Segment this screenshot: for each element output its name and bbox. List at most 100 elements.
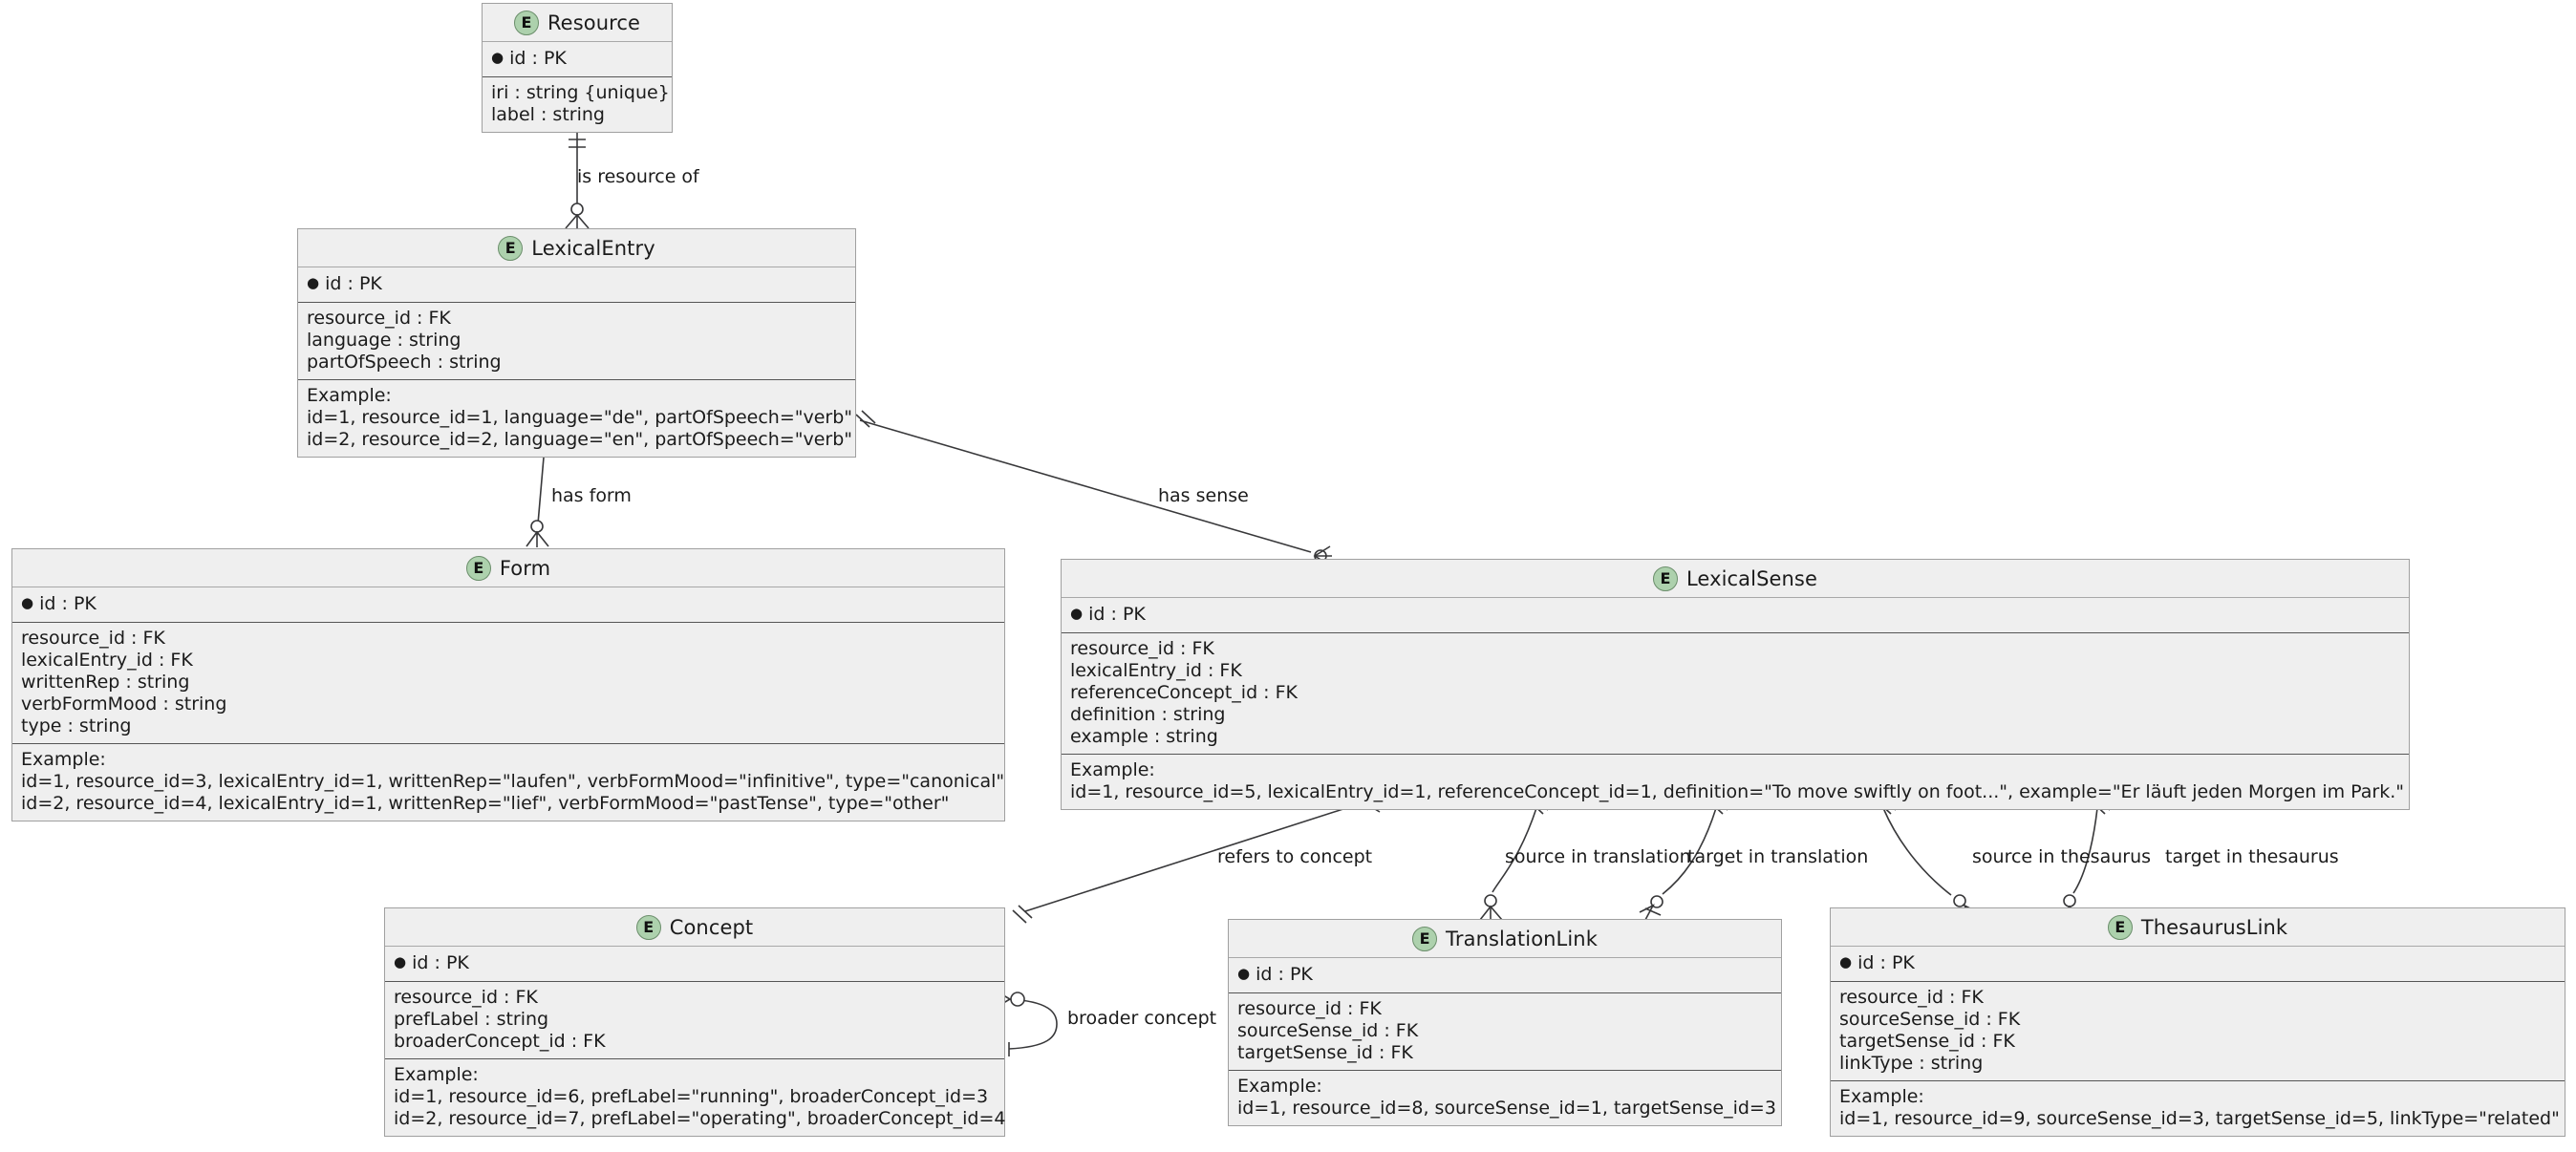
attribute-row: referenceConcept_id : FK <box>1070 682 1299 703</box>
entity-lexicalentry-title: E LexicalEntry <box>298 229 855 267</box>
entity-thesauruslink-pk-row: ● id : PK <box>1839 952 1915 973</box>
entity-icon: E <box>465 555 491 581</box>
attribute-row: writtenRep : string <box>21 672 190 693</box>
example-row: id=1, resource_id=3, lexicalEntry_id=1, … <box>21 771 1005 792</box>
attribute-row: resource_id : FK <box>394 987 538 1008</box>
entity-translationlink-attributes: resource_id : FK sourceSense_id : FK tar… <box>1229 992 1781 1070</box>
edge-label-has-sense: has sense <box>1158 485 1249 506</box>
entity-lexicalsense-attributes: resource_id : FK lexicalEntry_id : FK re… <box>1062 632 2409 754</box>
example-row: id=1, resource_id=1, language="de", part… <box>307 407 853 428</box>
attribute-row: example : string <box>1070 726 1218 747</box>
attribute-row: label : string <box>491 104 605 125</box>
attribute-row: language : string <box>307 330 462 351</box>
entity-thesauruslink-name: ThesaurusLink <box>2140 915 2288 939</box>
entity-form[interactable]: E Form ● id : PK resource_id : FK lexica… <box>11 548 1005 821</box>
attribute-row: lexicalEntry_id : FK <box>21 650 193 671</box>
entity-icon: E <box>2107 914 2133 940</box>
edge-label-broader-concept: broader concept <box>1067 1008 1217 1029</box>
entity-resource-attributes: iri : string {unique} label : string <box>483 76 672 132</box>
attribute-row: sourceSense_id : FK <box>1839 1009 2021 1030</box>
entity-icon: E <box>635 914 661 940</box>
entity-translationlink-pk-row: ● id : PK <box>1237 964 1313 985</box>
example-row: id=1, resource_id=9, sourceSense_id=3, t… <box>1839 1108 2560 1129</box>
entity-translationlink-title: E TranslationLink <box>1229 920 1781 958</box>
pk-text: id : PK <box>509 48 567 69</box>
entity-lexicalsense-examples: Example: id=1, resource_id=5, lexicalEnt… <box>1062 754 2409 809</box>
edge-label-is-resource-of: is resource of <box>577 166 699 187</box>
pk-text: id : PK <box>325 273 382 294</box>
pk-text: id : PK <box>1857 952 1915 973</box>
entity-lexicalsense[interactable]: E LexicalSense ● id : PK resource_id : F… <box>1061 559 2410 810</box>
entity-lexicalentry-attributes: resource_id : FK language : string partO… <box>298 302 855 379</box>
entity-lexicalentry-examples: Example: id=1, resource_id=1, language="… <box>298 379 855 457</box>
edge-label-target-in-thesaurus: target in thesaurus <box>2165 846 2339 867</box>
attribute-row: verbFormMood : string <box>21 693 227 715</box>
edge-label-source-in-translation: source in translation <box>1505 846 1691 867</box>
attribute-row: lexicalEntry_id : FK <box>1070 660 1242 681</box>
attribute-row: resource_id : FK <box>1070 638 1214 659</box>
entity-translationlink-examples: Example: id=1, resource_id=8, sourceSens… <box>1229 1070 1781 1125</box>
example-label: Example: <box>1839 1086 1924 1107</box>
example-label: Example: <box>394 1064 479 1085</box>
entity-thesauruslink-attributes: resource_id : FK sourceSense_id : FK tar… <box>1831 981 2565 1080</box>
attribute-row: prefLabel : string <box>394 1009 549 1030</box>
entity-translationlink[interactable]: E TranslationLink ● id : PK resource_id … <box>1228 919 1782 1126</box>
entity-thesauruslink-examples: Example: id=1, resource_id=9, sourceSens… <box>1831 1080 2565 1136</box>
entity-lexicalsense-pk-row: ● id : PK <box>1070 604 1146 625</box>
entity-concept-attributes: resource_id : FK prefLabel : string broa… <box>385 981 1004 1058</box>
pk-text: id : PK <box>1088 604 1146 625</box>
attribute-row: type : string <box>21 715 132 736</box>
example-row: id=2, resource_id=2, language="en", part… <box>307 429 853 450</box>
entity-form-title: E Form <box>12 549 1004 587</box>
entity-icon: E <box>498 235 524 261</box>
entity-concept-name: Concept <box>669 915 754 939</box>
entity-thesauruslink[interactable]: E ThesaurusLink ● id : PK resource_id : … <box>1830 907 2565 1137</box>
example-row: id=1, resource_id=6, prefLabel="running"… <box>394 1086 989 1107</box>
entity-resource-title: E Resource <box>483 4 672 42</box>
attribute-row: broaderConcept_id : FK <box>394 1031 606 1052</box>
edge-label-has-form: has form <box>551 485 632 506</box>
attribute-row: resource_id : FK <box>307 308 451 329</box>
attribute-row: sourceSense_id : FK <box>1237 1020 1419 1041</box>
attribute-row: resource_id : FK <box>1839 987 1984 1008</box>
attribute-row: iri : string {unique} <box>491 82 670 103</box>
attribute-row: resource_id : FK <box>21 628 165 649</box>
entity-lexicalentry[interactable]: E LexicalEntry ● id : PK resource_id : F… <box>297 228 856 458</box>
entity-concept[interactable]: E Concept ● id : PK resource_id : FK pre… <box>384 907 1005 1137</box>
example-label: Example: <box>21 749 106 770</box>
edge-label-target-in-translation: target in translation <box>1687 846 1869 867</box>
entity-form-examples: Example: id=1, resource_id=3, lexicalEnt… <box>12 743 1004 821</box>
entity-concept-pk-row: ● id : PK <box>394 952 469 973</box>
attribute-row: targetSense_id : FK <box>1237 1042 1413 1063</box>
example-row: id=1, resource_id=5, lexicalEntry_id=1, … <box>1070 781 2405 802</box>
entity-thesauruslink-title: E ThesaurusLink <box>1831 908 2565 947</box>
attribute-row: resource_id : FK <box>1237 998 1382 1019</box>
entity-resource-pk-row: ● id : PK <box>491 48 567 69</box>
pk-text: id : PK <box>1256 964 1313 985</box>
entity-icon: E <box>513 10 539 35</box>
entity-resource[interactable]: E Resource ● id : PK iri : string {uniqu… <box>482 3 673 133</box>
example-row: id=2, resource_id=4, lexicalEntry_id=1, … <box>21 793 950 814</box>
entity-concept-title: E Concept <box>385 908 1004 947</box>
example-label: Example: <box>1237 1076 1322 1097</box>
entity-translationlink-name: TranslationLink <box>1446 927 1598 950</box>
edge-label-source-in-thesaurus: source in thesaurus <box>1972 846 2152 867</box>
example-row: id=1, resource_id=8, sourceSense_id=1, t… <box>1237 1098 1776 1119</box>
entity-form-name: Form <box>499 556 551 580</box>
example-label: Example: <box>1070 759 1155 780</box>
attribute-row: partOfSpeech : string <box>307 352 502 373</box>
entity-lexicalsense-name: LexicalSense <box>1685 566 1817 590</box>
attribute-row: linkType : string <box>1839 1053 1984 1074</box>
entity-lexicalentry-name: LexicalEntry <box>531 236 655 260</box>
edge-source-in-thesaurus <box>1882 807 1952 896</box>
pk-text: id : PK <box>412 952 469 973</box>
entity-icon: E <box>1412 926 1438 951</box>
entity-form-pk-row: ● id : PK <box>21 593 97 614</box>
example-label: Example: <box>307 385 392 406</box>
example-row: id=2, resource_id=7, prefLabel="operatin… <box>394 1108 1006 1129</box>
attribute-row: definition : string <box>1070 704 1226 725</box>
entity-resource-name: Resource <box>547 11 641 34</box>
entity-lexicalentry-pk-row: ● id : PK <box>307 273 382 294</box>
entity-icon: E <box>1652 565 1678 591</box>
